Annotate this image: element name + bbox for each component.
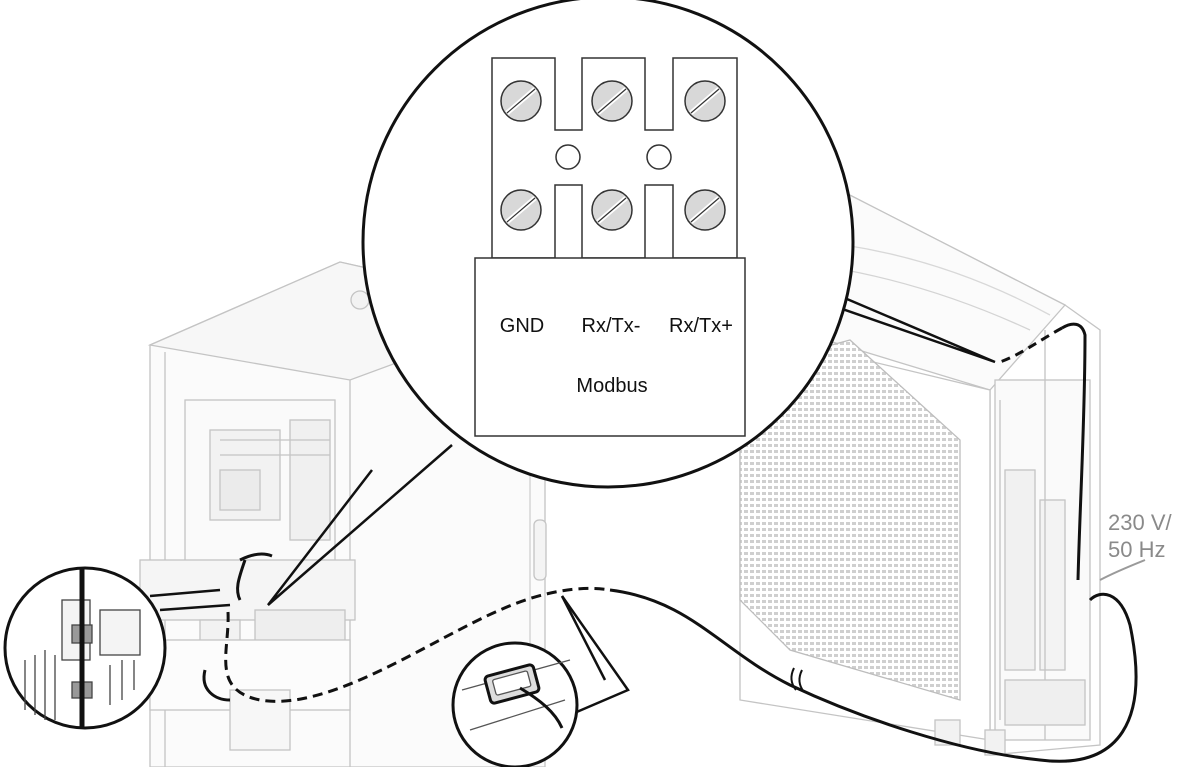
cable-break-mark <box>790 667 805 693</box>
power-label-frequency: 50 Hz <box>1108 537 1165 562</box>
power-label-voltage: 230 V/ <box>1108 510 1172 535</box>
screw-icon <box>684 189 726 231</box>
terminal-block <box>474 57 746 437</box>
terminal-label-rxtx-plus: Rx/Tx+ <box>669 315 733 337</box>
cable-clip-magnifier <box>3 566 167 730</box>
screw-icon <box>500 80 542 122</box>
terminal-screws <box>500 80 726 231</box>
screw-icon <box>684 80 726 122</box>
cable-entry-magnifier <box>451 641 579 767</box>
outdoor-unit <box>739 189 1101 756</box>
modbus-cable <box>202 322 1138 763</box>
bus-label: Modbus <box>576 375 647 397</box>
terminal-label-rxtx-minus: Rx/Tx- <box>582 315 641 337</box>
power-lead <box>1099 559 1146 581</box>
screw-icon <box>500 189 542 231</box>
terminal-label-gnd: GND <box>500 315 544 337</box>
terminal-magnifier: GND Rx/Tx- Rx/Tx+ Modbus <box>361 0 855 489</box>
screw-icon <box>591 80 633 122</box>
screw-icon <box>591 189 633 231</box>
